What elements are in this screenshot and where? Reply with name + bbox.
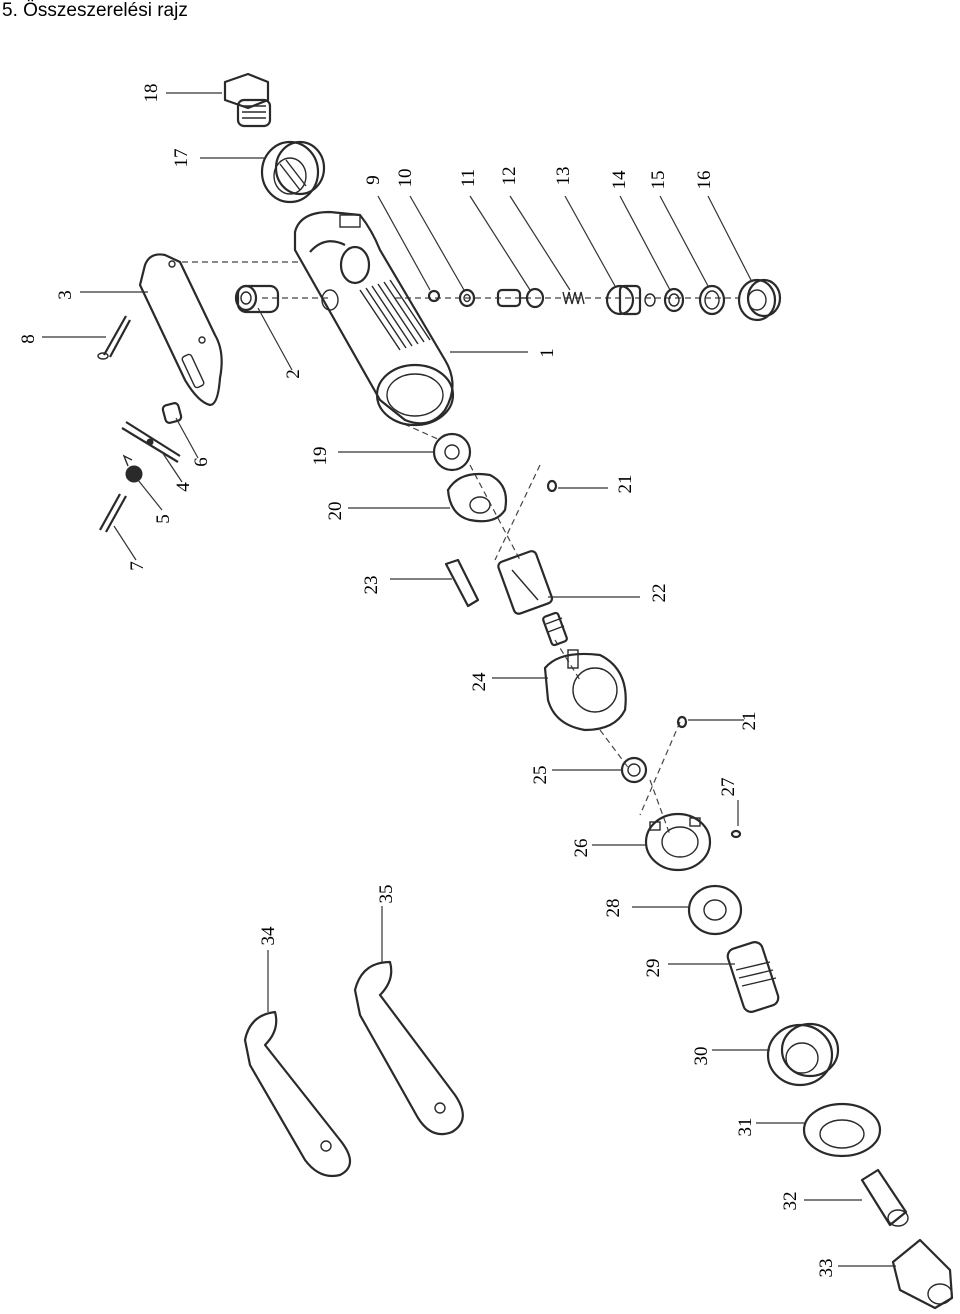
callout-33: 33 [816, 1259, 837, 1278]
part-32-collet [860, 1168, 909, 1227]
callout-24: 24 [469, 672, 490, 692]
callout-1: 1 [537, 348, 558, 358]
callout-25: 25 [530, 766, 551, 785]
part-34-wrench [243, 1010, 352, 1178]
callout-28: 28 [603, 899, 624, 918]
callout-5: 5 [153, 514, 174, 524]
callout-8: 8 [18, 334, 39, 344]
part-21-pin-upper [546, 479, 558, 493]
part-28-bearing [687, 884, 743, 936]
part-14-o-ring [663, 287, 685, 313]
callout-26: 26 [571, 839, 592, 858]
part-31-knurled-ring [802, 1102, 882, 1158]
callout-2: 2 [283, 369, 304, 379]
callout-14: 14 [609, 170, 630, 190]
part-24-cylinder [543, 649, 627, 732]
callout-9: 9 [363, 175, 384, 185]
part-5-ball-spring [122, 454, 143, 483]
callout-labels: 18 17 9 10 11 12 13 14 15 16 3 8 2 1 6 4… [18, 84, 837, 1278]
callout-21-lower: 21 [739, 712, 760, 731]
part-35-wrench [353, 960, 464, 1136]
part-11-valve-stem [496, 287, 545, 309]
part-12-spring [562, 291, 585, 305]
callout-29: 29 [643, 959, 664, 978]
part-16-bushing [737, 278, 782, 322]
callout-21-upper: 21 [615, 475, 636, 494]
part-29-spindle [726, 941, 780, 1013]
part-33-collet-nut [891, 1238, 954, 1310]
assembly-axes [182, 261, 740, 836]
part-13-valve-seat [605, 284, 656, 316]
housing-grip-ribs [359, 279, 431, 351]
callout-6: 6 [191, 457, 212, 467]
part-6-bushing [161, 402, 183, 424]
part-15-washer [698, 284, 726, 316]
callout-20: 20 [325, 502, 346, 521]
part-25-bearing [620, 756, 648, 784]
part-19-bearing [432, 432, 472, 472]
callout-34: 34 [258, 926, 279, 946]
callout-leaders [42, 92, 896, 1267]
part-2-valve-bushing [234, 284, 280, 314]
callout-13: 13 [553, 167, 574, 186]
part-20-cylinder-plate [446, 472, 508, 523]
part-1-housing [293, 210, 455, 427]
callout-31: 31 [735, 1118, 756, 1137]
part-3-throttle-lever [138, 253, 223, 407]
part-9-o-ring [427, 289, 441, 303]
callout-15: 15 [648, 171, 669, 190]
callout-18: 18 [141, 84, 162, 103]
callout-4: 4 [173, 482, 194, 492]
callout-32: 32 [780, 1192, 801, 1211]
part-18-inlet-fitting [223, 72, 272, 128]
part-21-pin-lower [676, 715, 688, 729]
part-8-pin [97, 315, 131, 360]
part-22-rotor [497, 550, 568, 647]
callout-11: 11 [458, 169, 479, 187]
callout-23: 23 [361, 576, 382, 595]
callout-30: 30 [691, 1047, 712, 1066]
callout-17: 17 [171, 149, 192, 168]
callout-22: 22 [649, 584, 670, 603]
part-26-nut [644, 812, 712, 872]
part-4-pin [121, 421, 181, 463]
callout-19: 19 [310, 447, 331, 466]
part-23-vane [444, 558, 480, 608]
callout-7: 7 [127, 561, 148, 571]
part-10-washer [458, 288, 476, 308]
part-7-pin [99, 493, 127, 533]
callout-12: 12 [499, 167, 520, 186]
callout-35: 35 [376, 885, 397, 904]
part-27-pin [730, 829, 742, 839]
part-17-exhaust-cap [260, 140, 326, 204]
callout-10: 10 [395, 169, 416, 188]
callout-16: 16 [694, 171, 715, 190]
page-title: 5. Összeszerelési rajz [2, 0, 188, 21]
callout-3: 3 [55, 290, 76, 300]
part-30-housing-ring [766, 1022, 840, 1087]
callout-27: 27 [718, 778, 739, 797]
